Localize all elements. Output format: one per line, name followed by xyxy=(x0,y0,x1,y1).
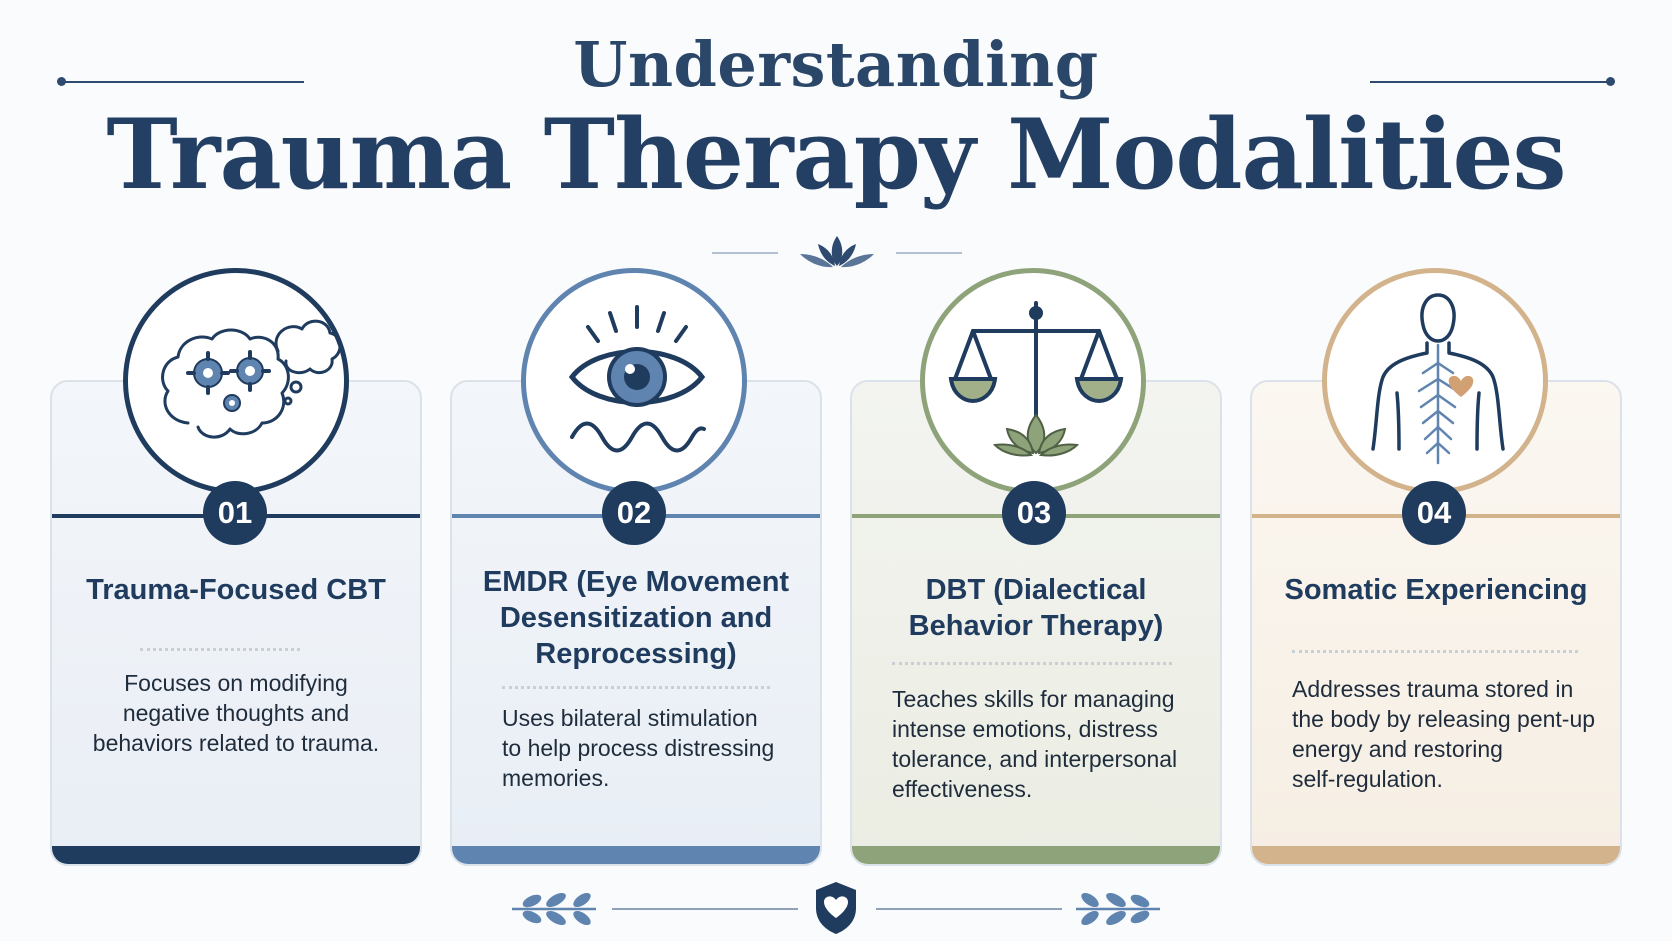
card-description: Teaches skills for managing intense emot… xyxy=(892,684,1202,804)
dbt-icon-circle xyxy=(920,268,1146,494)
card-footer-bar xyxy=(452,846,820,864)
card-dotted-rule xyxy=(502,686,770,689)
title-divider xyxy=(0,232,1672,272)
card-description-line: intense emotions, distress xyxy=(892,716,1158,742)
brain-gears-icon xyxy=(161,319,342,439)
card-number-badge: 03 xyxy=(1002,481,1066,545)
card-title-line: EMDR (Eye Movement xyxy=(482,566,790,598)
card-description-line: Addresses trauma stored in xyxy=(1292,676,1574,702)
divider-line-right xyxy=(896,252,962,254)
cbt-icon-circle xyxy=(123,268,349,494)
card-dotted-rule xyxy=(892,662,1172,665)
eye-icon xyxy=(568,305,706,453)
leaf-sprig-left-icon xyxy=(512,892,596,926)
footer-line-left xyxy=(612,908,798,910)
card-description-line: effectiveness. xyxy=(892,776,1033,802)
card-description-line: tolerance, and interpersonal xyxy=(892,746,1178,772)
card-title-line: DBT (Dialectical xyxy=(925,574,1147,606)
divider-line-left xyxy=(712,252,778,254)
card-description-line: energy and restoring xyxy=(1292,736,1503,762)
lotus-icon xyxy=(800,236,874,268)
title-line-2: Trauma Therapy Modalities xyxy=(106,98,1566,211)
emdr-icon-circle xyxy=(521,268,747,494)
card-dotted-rule xyxy=(140,648,300,651)
card-footer-bar xyxy=(1252,846,1620,864)
shield-heart-icon xyxy=(816,882,856,934)
modality-card-emdr xyxy=(450,380,822,866)
balance-scale-icon xyxy=(948,301,1124,457)
card-description: Focuses on modifying negative thoughts a… xyxy=(60,668,412,758)
card-title: Trauma-Focused CBT xyxy=(86,574,386,606)
card-description-line: negative thoughts and xyxy=(122,700,350,726)
card-number-badge: 04 xyxy=(1402,481,1466,545)
body-nervous-system-icon xyxy=(1371,293,1505,465)
card-description-line: behaviors related to trauma. xyxy=(92,730,380,756)
card-description-line: Teaches skills for managing xyxy=(892,686,1175,712)
somatic-icon-circle xyxy=(1322,268,1548,494)
card-number-badge: 01 xyxy=(203,481,267,545)
card-title: DBT (Dialectical Behavior Therapy) xyxy=(860,572,1212,644)
card-title-line: Desensitization and xyxy=(499,602,773,634)
card-number-badge: 02 xyxy=(602,481,666,545)
card-description-line: to help process distressing xyxy=(502,735,775,761)
card-title: EMDR (Eye Movement Desensitization and R… xyxy=(460,564,812,672)
card-dotted-rule xyxy=(1292,650,1578,653)
title-line-1: Understanding xyxy=(573,28,1099,101)
card-title-line: Behavior Therapy) xyxy=(908,610,1164,642)
header-rule-right xyxy=(1370,81,1612,83)
card-description: Uses bilateral stimulation to help proce… xyxy=(502,703,802,793)
card-description: Addresses trauma stored in the body by r… xyxy=(1292,674,1612,794)
card-footer-bar xyxy=(52,846,420,864)
card-title-line: Reprocessing) xyxy=(535,638,737,670)
card-description-line: the body by releasing pent-up xyxy=(1292,706,1596,732)
header-rule-left xyxy=(62,81,304,83)
card-description-line: memories. xyxy=(502,765,610,791)
card-description-line: self-regulation. xyxy=(1292,766,1443,792)
card-description-line: Focuses on modifying xyxy=(124,670,348,696)
card-description-line: Uses bilateral stimulation xyxy=(502,705,758,731)
header-rule-dot-right xyxy=(1606,77,1615,86)
footer-line-right xyxy=(876,908,1062,910)
header-rule-dot-left xyxy=(57,77,66,86)
leaf-sprig-right-icon xyxy=(1076,892,1160,926)
card-footer-bar xyxy=(852,846,1220,864)
card-title: Somatic Experiencing xyxy=(1284,574,1588,606)
